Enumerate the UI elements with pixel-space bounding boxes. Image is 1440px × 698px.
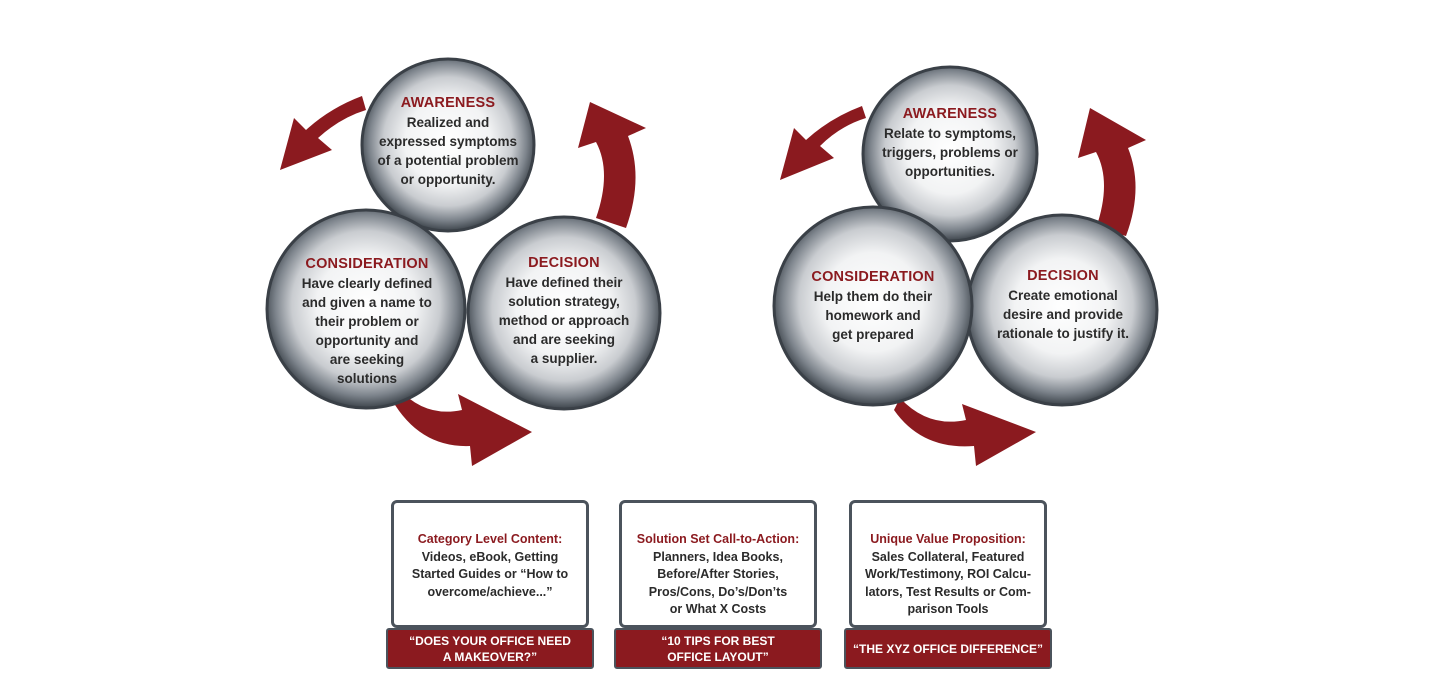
arrow-decision-to-awareness-icon [578, 102, 646, 228]
cycle-right-decision-text: DECISION Create emotional desire and pro… [980, 267, 1146, 343]
card-title: Category Level Content: [417, 532, 563, 546]
decision-description: Have defined their solution strategy, me… [498, 275, 630, 366]
sphere-consideration [265, 208, 467, 410]
decision-description: Create emotional desire and provide rati… [996, 288, 1129, 341]
arrow-awareness-to-consideration-icon [280, 96, 366, 170]
card-banner-tips: “10 TIPS FOR BEST OFFICE LAYOUT” [614, 628, 822, 669]
card-banner-difference: “THE XYZ OFFICE DIFFERENCE” [844, 628, 1052, 669]
consideration-description: Have clearly defined and given a name to… [301, 276, 433, 386]
sphere-consideration [772, 205, 974, 407]
cycle-left-decision-text: DECISION Have defined their solution str… [482, 254, 646, 368]
decision-title: DECISION [528, 255, 600, 271]
arrow-decision-to-awareness-icon [1078, 108, 1146, 236]
decision-title: DECISION [1027, 268, 1099, 284]
cycle-left-arrows [280, 96, 646, 466]
card-description: Sales Collateral, Featured Work/Testimon… [865, 549, 1031, 617]
awareness-title: AWARENESS [902, 106, 998, 122]
awareness-title: AWARENESS [400, 95, 496, 111]
awareness-description: Realized and expressed symptoms of a pot… [377, 115, 519, 187]
cycle-right-arrows [780, 106, 1146, 466]
content-card-value: Unique Value Proposition: Sales Collater… [849, 500, 1047, 628]
sphere-awareness [360, 57, 536, 233]
arrow-consideration-to-decision-icon [894, 398, 1036, 466]
consideration-title: CONSIDERATION [305, 256, 429, 272]
arrow-consideration-to-decision-icon [392, 388, 532, 466]
card-title: Solution Set Call-to-Action: [636, 532, 800, 546]
cycle-left-spheres [265, 57, 662, 411]
card-title: Unique Value Proposition: [870, 532, 1026, 546]
cycle-right-consideration-text: CONSIDERATION Help them do their homewor… [792, 268, 954, 344]
content-card-category: Category Level Content: Videos, eBook, G… [391, 500, 589, 628]
cycle-right-awareness-text: AWARENESS Relate to symptoms, triggers, … [868, 105, 1032, 181]
cycle-right-spheres [772, 65, 1159, 407]
content-card-solution: Solution Set Call-to-Action: Planners, I… [619, 500, 817, 628]
consideration-description: Help them do their homework and get prep… [813, 289, 933, 342]
awareness-description: Relate to symptoms, triggers, problems o… [882, 126, 1018, 179]
sphere-decision [466, 215, 662, 411]
sphere-awareness [861, 65, 1039, 243]
cycle-left-awareness-text: AWARENESS Realized and expressed symptom… [368, 94, 528, 189]
cycle-left-consideration-text: CONSIDERATION Have clearly defined and g… [286, 255, 448, 388]
card-description: Videos, eBook, Getting Started Guides or… [411, 549, 569, 599]
card-description: Planners, Idea Books, Before/After Stori… [648, 549, 788, 617]
consideration-title: CONSIDERATION [811, 269, 935, 285]
card-banner-makeover: “DOES YOUR OFFICE NEED A MAKEOVER?” [386, 628, 594, 669]
arrow-awareness-to-consideration-icon [780, 106, 866, 180]
